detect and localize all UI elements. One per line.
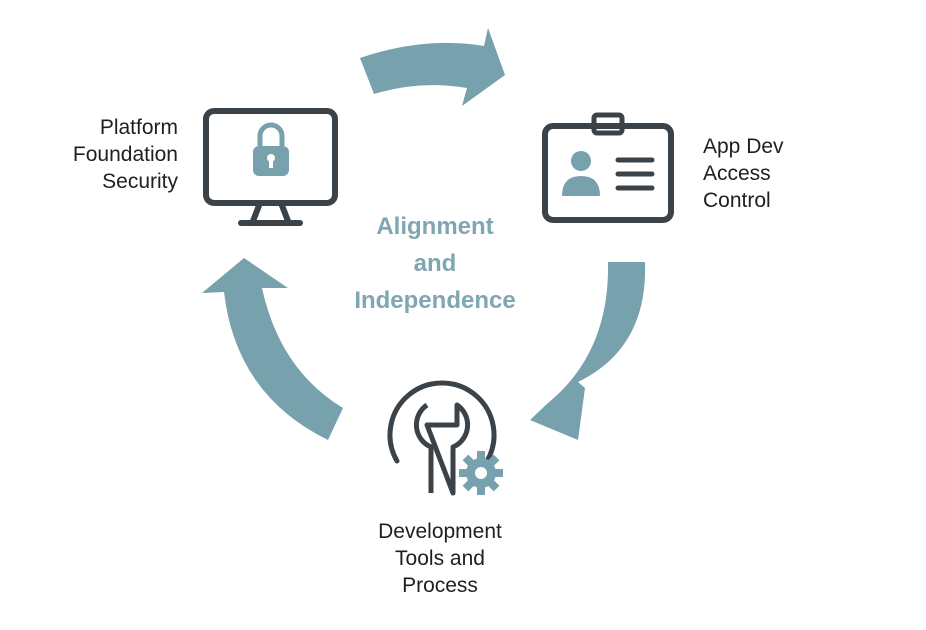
gear-icon <box>459 451 503 495</box>
label-line: Security <box>102 170 178 193</box>
development-tools-process-label: Development Tools and Process <box>340 518 540 599</box>
label-line: Control <box>703 189 771 212</box>
label-line: Foundation <box>72 143 178 166</box>
label-line: Tools and <box>395 547 485 570</box>
app-dev-access-control-label: App Dev Access Control <box>703 133 784 214</box>
badge-card <box>542 123 674 223</box>
lock-shackle <box>257 122 285 146</box>
center-title: Alignment and Independence <box>320 208 550 319</box>
center-title-line: and <box>413 250 457 277</box>
label-line: Process <box>402 574 478 597</box>
lock-keyhole-slot <box>269 158 273 168</box>
wrench-gear-icon <box>387 380 503 496</box>
platform-foundation-security-label: Platform Foundation Security <box>73 114 178 195</box>
arrow-right-curved-arrow-icon <box>530 262 646 440</box>
label-line: Platform <box>99 116 178 139</box>
gear-hole <box>475 467 487 479</box>
arrow-left-curved-arrow-icon <box>202 258 343 440</box>
wrench-outline <box>413 402 471 496</box>
label-line: App Dev <box>703 135 784 158</box>
center-title-line: Alignment <box>376 213 494 240</box>
cycle-arrows <box>202 28 646 440</box>
gear-teeth <box>459 451 503 495</box>
center-title-line: Independence <box>354 287 516 314</box>
monitor-lock-icon <box>203 108 338 226</box>
wrench-outer-arc <box>387 380 497 464</box>
monitor-screen <box>203 108 338 206</box>
label-line: Development <box>378 520 502 543</box>
monitor-stand <box>250 201 291 223</box>
id-badge-icon <box>542 112 674 223</box>
badge-person-head <box>571 151 591 171</box>
badge-person-body <box>562 176 600 196</box>
label-line: Access <box>703 162 771 185</box>
arrow-top-curved-arrow-icon <box>360 28 505 106</box>
